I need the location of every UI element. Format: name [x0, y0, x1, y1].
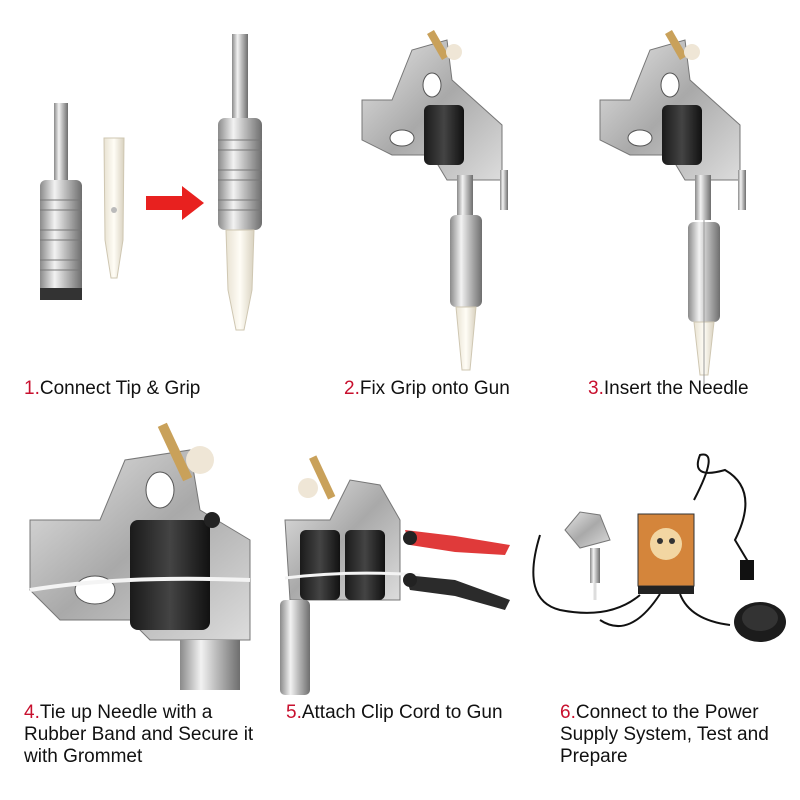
step-text: Tie up Needle with a Rubber Band and Sec…	[24, 702, 254, 767]
foot-pedal-icon	[734, 602, 786, 642]
step-4-caption: 4.Tie up Needle with a Rubber Band and S…	[24, 702, 274, 768]
step-text: Connect to the Power Supply System, Test…	[560, 702, 769, 767]
tattoo-gun-icon	[361, 30, 746, 390]
tip-and-grip-icon	[40, 103, 125, 300]
step-1-caption: 1.Connect Tip & Grip	[24, 378, 254, 400]
step-6-caption: 6.Connect to the Power Supply System, Te…	[560, 702, 792, 768]
step-number: 2.	[344, 378, 360, 399]
step-text: Attach Clip Cord to Gun	[301, 702, 503, 723]
arrow-right-icon	[146, 186, 204, 220]
power-supply-icon	[637, 513, 695, 594]
step-3-caption: 3.Insert the Needle	[588, 378, 788, 400]
step-text: Insert the Needle	[603, 378, 749, 399]
step-number: 1.	[24, 378, 40, 399]
step-number: 4.	[24, 702, 40, 723]
clip-cord-icon	[280, 455, 510, 695]
tip-and-grip-assembled-icon	[218, 34, 262, 331]
mini-tattoo-gun-icon	[564, 511, 611, 600]
rubber-band-closeup-icon	[29, 422, 251, 690]
power-supply-system-icon	[532, 453, 786, 642]
step-number: 6.	[560, 702, 576, 723]
step-2-caption: 2.Fix Grip onto Gun	[344, 378, 564, 400]
step-text: Fix Grip onto Gun	[359, 378, 510, 399]
step-text: Connect Tip & Grip	[39, 378, 201, 399]
step-number: 3.	[588, 378, 604, 399]
step-5-caption: 5.Attach Clip Cord to Gun	[286, 702, 546, 724]
step-number: 5.	[286, 702, 302, 723]
